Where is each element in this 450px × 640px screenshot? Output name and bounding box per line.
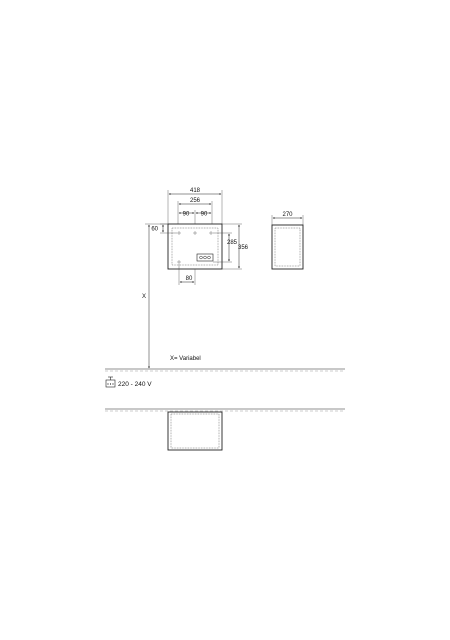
height-label: 356: [238, 245, 249, 251]
cabinet-front-inner: [171, 227, 219, 266]
cabinet-front-outline: [167, 223, 223, 270]
power-outlet-icon: [105, 376, 116, 388]
electrical-connection: 220 - 240 V: [105, 376, 152, 388]
floor-line-lower: [105, 408, 345, 412]
bottom-offset-label: 80: [186, 276, 193, 282]
mounting-point-marks: [177, 231, 213, 264]
variable-height-legend: X= Variabel: [170, 356, 201, 362]
variable-height-dimension: X X= Variabel: [142, 223, 201, 369]
front-view: 418 256 90 90 60: [151, 188, 249, 285]
width-label: 418: [190, 188, 201, 194]
left-spacing-label: 90: [183, 212, 190, 218]
socket-box: [196, 253, 214, 262]
floor-line-upper: [105, 368, 345, 372]
voltage-label: 220 - 240 V: [118, 381, 152, 388]
inner-width-label: 256: [190, 198, 201, 204]
variable-height-symbol: X: [142, 294, 146, 300]
cabinet-side-outline: [271, 224, 304, 270]
right-spacing-label: 90: [201, 212, 208, 218]
depth-label: 270: [282, 212, 293, 218]
cabinet-top-outline: [167, 411, 223, 451]
top-offset-label: 60: [151, 227, 158, 233]
side-view: 270: [271, 212, 304, 270]
top-view: [167, 411, 223, 451]
inner-height-label: 285: [227, 240, 238, 246]
